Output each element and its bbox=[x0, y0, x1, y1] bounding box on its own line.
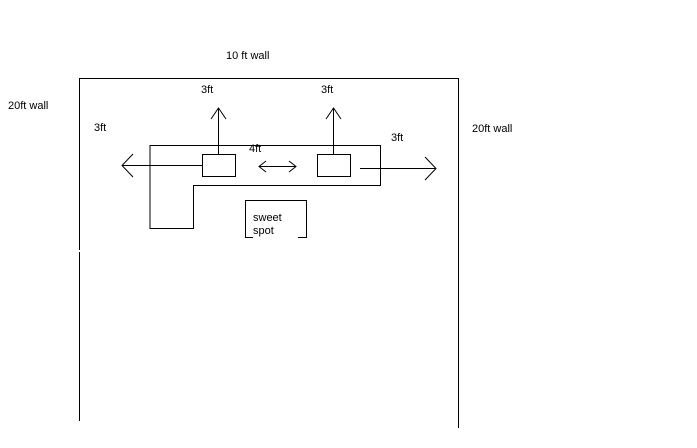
left-side-distance: 3ft bbox=[94, 122, 107, 134]
right-wall-label: 20ft wall bbox=[472, 123, 513, 135]
sweet-spot-box bbox=[245, 200, 307, 238]
between-arrow-head-right bbox=[288, 160, 297, 173]
left-speaker bbox=[202, 154, 236, 177]
speaker-stand-outline bbox=[149, 145, 381, 229]
right-up-arrow-head bbox=[325, 107, 342, 120]
top-wall-label: 10 ft wall bbox=[226, 50, 270, 62]
sweet-spot-label-line2: spot bbox=[253, 225, 274, 237]
left-wall-label: 20ft wall bbox=[8, 100, 49, 112]
left-side-arrow-head bbox=[121, 153, 134, 178]
right-speaker bbox=[317, 154, 351, 177]
right-side-distance: 3ft bbox=[391, 132, 404, 144]
left-speaker-up-distance: 3ft bbox=[201, 84, 214, 96]
right-side-arrow-head bbox=[424, 156, 437, 181]
right-speaker-up-distance: 3ft bbox=[321, 84, 334, 96]
speaker-spacing-distance: 4ft bbox=[249, 143, 262, 155]
between-arrow-head-left bbox=[258, 160, 267, 173]
sweet-spot-label-line1: sweet bbox=[253, 212, 282, 224]
sweet-spot-label: sweet spot bbox=[253, 212, 282, 238]
left-up-arrow-head bbox=[210, 107, 227, 120]
